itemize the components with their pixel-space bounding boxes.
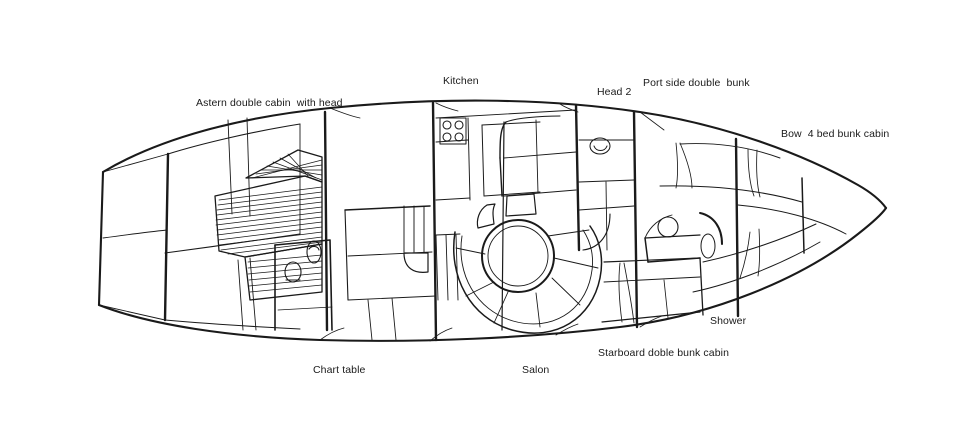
bow-bunk-cabin <box>659 142 847 293</box>
shower-basin-icon <box>700 233 716 259</box>
label-kitchen: Kitchen <box>443 75 479 87</box>
hull-panel-lines <box>98 102 665 342</box>
label-head-2: Head 2 <box>597 86 632 98</box>
toilet-icon <box>284 261 302 283</box>
hull-outline <box>97 99 888 342</box>
aft-berth-hatched <box>214 149 323 301</box>
aft-cabin-structure <box>102 117 301 331</box>
label-port-side-bunk: Port side double bunk <box>643 77 750 89</box>
stove-icon <box>439 117 467 145</box>
label-salon: Salon <box>522 364 550 376</box>
starboard-bunk-cabin <box>601 257 704 324</box>
label-starboard-bunk: Starboard doble bunk cabin <box>598 347 730 359</box>
shower-drain-icon <box>657 216 679 238</box>
label-bow-4-bed-bunk: Bow 4 bed bunk cabin <box>781 128 890 140</box>
shower-compartment <box>644 212 723 263</box>
galley-area <box>435 109 577 301</box>
head2-basin-icon <box>589 137 611 155</box>
port-bunk-cabin <box>499 115 577 197</box>
aft-head-fixtures <box>274 239 333 331</box>
label-astern-double-cabin: Astern double cabin with head <box>196 97 343 109</box>
chart-table-area <box>344 205 437 341</box>
bulkheads <box>163 101 740 342</box>
label-chart-table: Chart table <box>313 364 366 376</box>
head-2-fixtures <box>578 137 635 251</box>
label-shower: Shower <box>710 315 747 327</box>
salon-table <box>481 219 555 293</box>
sink-icon <box>306 240 322 264</box>
salon-area <box>453 193 603 334</box>
